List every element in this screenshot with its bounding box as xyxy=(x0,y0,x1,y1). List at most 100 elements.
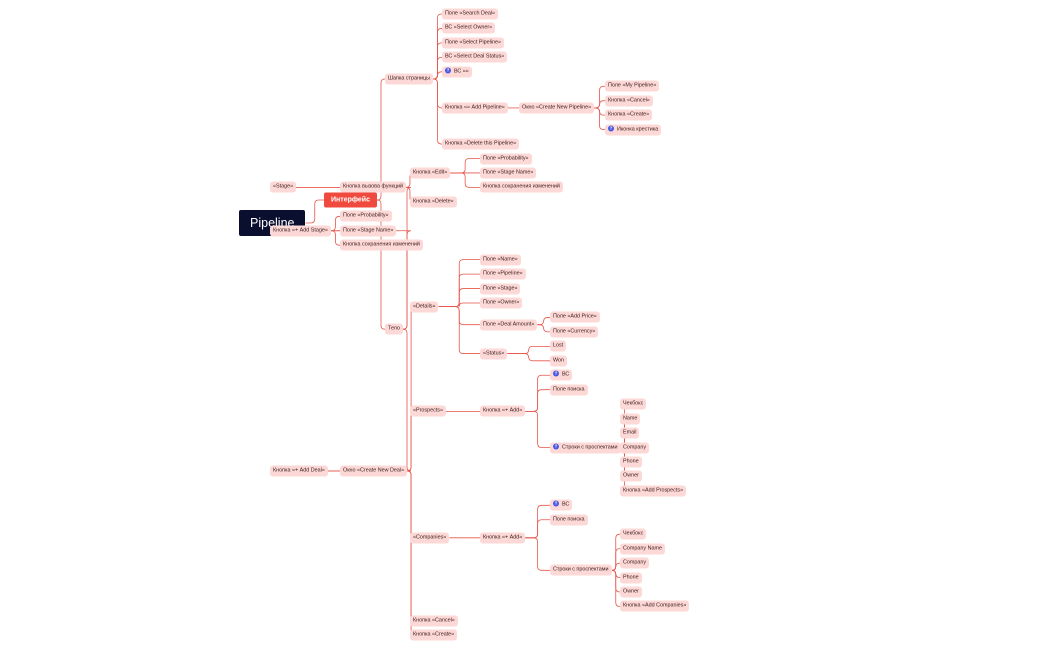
connector xyxy=(525,519,550,539)
node-label: Company Name xyxy=(623,545,662,552)
node-mm-0-1-2-0-2-0-2-1[interactable]: Company Name xyxy=(620,543,665,555)
node-mm-0-1-2-0-0-3[interactable]: Поле «Owner» xyxy=(480,297,523,309)
node-mm-0-1-1-2[interactable]: Кнопка сохранения изменений xyxy=(340,239,423,251)
node-mm-0-1-2-0-1-0-2-0[interactable]: Чекбокс xyxy=(620,398,647,410)
connector xyxy=(507,353,550,362)
node-mm-0-1-2-0-2-0-2-0[interactable]: Чекбокс xyxy=(620,528,647,540)
node-mm-0-1-2-0-0-4-1[interactable]: Поле «Currency» xyxy=(550,326,599,338)
node-mm-0-1-2-0-2[interactable]: «Companies» xyxy=(410,532,450,544)
node-mm-0-1-2-0-0-0[interactable]: Поле «Name» xyxy=(480,254,521,266)
node-mm-0-1-2-0-2-0[interactable]: Кнопка «+ Add» xyxy=(480,532,526,544)
node-mm-0-1-2-0-1-0-2-3[interactable]: Company xyxy=(620,442,650,453)
node-mm-0-0-5-0-3[interactable]: ?Иконка крестика xyxy=(605,124,662,136)
node-mm-0-1-2-0-1-0-2-1[interactable]: Name xyxy=(620,413,641,425)
node-label: Кнопка «Delete» xyxy=(413,198,454,205)
node-mm-0-1-2-0-1-0-2-4[interactable]: Phone xyxy=(620,456,642,468)
node-mm-0[interactable]: Интерфейс xyxy=(324,192,377,208)
node-mm-0-1-2-0-1-0-0[interactable]: ?ВС xyxy=(550,369,573,381)
node-label: Owner xyxy=(623,588,639,595)
node-mm-0-1[interactable]: Тело xyxy=(385,323,404,335)
node-label: Кнопка «Cancel» xyxy=(608,97,650,104)
node-label: Шапка страницы xyxy=(388,75,430,82)
node-mm-0-1-2-0-1-0-1[interactable]: Поле поиска xyxy=(550,384,588,396)
node-mm-0-0-1[interactable]: ВС «Select Owner» xyxy=(442,22,496,34)
node-mm-0-0-0[interactable]: Поле «Search Deal» xyxy=(442,8,499,20)
node-mm-0-1-1[interactable]: Кнопка «+ Add Stage» xyxy=(270,225,331,237)
node-mm-0-1-0-0-0-2[interactable]: Кнопка сохранения изменений xyxy=(480,181,563,193)
node-mm-0-1-2-0-0-5-0[interactable]: Lost xyxy=(550,340,567,352)
node-mm-0-1-2-0-2-0-1[interactable]: Поле поиска xyxy=(550,514,588,526)
node-mm-0-1-2-0-0[interactable]: «Details» xyxy=(410,301,439,313)
node-label: Поле «Add Price» xyxy=(553,313,597,320)
node-mm-0-0-5-0-1[interactable]: Кнопка «Cancel» xyxy=(605,95,653,107)
node-mm-0-1-2-0-0-5[interactable]: «Status» xyxy=(480,348,508,360)
node-mm-0-1-0[interactable]: «Stage» xyxy=(270,181,297,193)
node-label: Поле «Pipeline» xyxy=(483,270,523,277)
node-label: ВС xyxy=(562,371,570,378)
node-mm-0-1-1-1[interactable]: Поле «Stage Name» xyxy=(340,225,397,237)
node-mm-0-1-2-0-0-2[interactable]: Поле «Stage» xyxy=(480,283,521,295)
connector xyxy=(432,78,442,145)
node-label: Кнопка вызова функций xyxy=(343,183,403,190)
connector xyxy=(525,537,550,571)
connector xyxy=(432,71,442,80)
node-mm-0-1-2-0-3[interactable]: Кнопка «Cancel» xyxy=(410,615,458,627)
node-mm-0-1-2-0-1-0[interactable]: Кнопка «+ Add» xyxy=(480,405,526,417)
node-label: «Status» xyxy=(483,350,505,357)
node-mm-0-0[interactable]: Шапка страницы xyxy=(385,73,433,85)
node-mm-0-0-5[interactable]: Кнопка «» Add Pipeline» xyxy=(442,102,508,114)
connector xyxy=(330,230,340,246)
node-mm-0-1-0-0[interactable]: Кнопка вызова функций xyxy=(340,181,406,193)
node-label: «Companies» xyxy=(413,534,447,541)
node-mm-0-1-2-0-1-0-2[interactable]: ?Строки с проспектами xyxy=(550,442,621,453)
connector xyxy=(438,306,480,354)
node-mm-0-1-2-0-0-4[interactable]: Поле «Deal Amount» xyxy=(480,319,538,331)
node-mm-0-1-2-0-2-0-0[interactable]: ?ВС xyxy=(550,499,573,511)
node-mm-0-1-2-0-0-1[interactable]: Поле «Pipeline» xyxy=(480,268,526,280)
node-mm-0-0-4[interactable]: ?ВС «» xyxy=(442,66,472,78)
node-mm-0-0-2[interactable]: Поле «Select Pipeline» xyxy=(442,37,505,49)
node-label: Поле «My Pipeline» xyxy=(608,82,657,89)
question-icon: ? xyxy=(553,443,559,450)
node-mm-0-1-2-0-1-0-2-6[interactable]: Кнопка «Add Prospects» xyxy=(620,485,687,497)
node-label: Кнопка «Delete this Pipeline» xyxy=(445,140,517,147)
question-icon: ? xyxy=(553,370,559,377)
node-mm-0-1-2-0-1[interactable]: «Prospects» xyxy=(410,405,446,417)
node-mm-0-1-0-0-0-0[interactable]: Поле «Probability» xyxy=(480,153,532,164)
node-label: Кнопка «Add Companies» xyxy=(623,602,687,609)
question-icon: ? xyxy=(445,67,451,74)
node-mm-0-1-2-0-0-5-1[interactable]: Won xyxy=(550,355,567,367)
node-label: Кнопка «+ Add Deal» xyxy=(273,467,325,474)
node-mm-0-1-2-0-2-0-2-2[interactable]: Company xyxy=(620,557,650,569)
node-mm-0-0-6[interactable]: Кнопка «Delete this Pipeline» xyxy=(442,138,520,150)
node-mm-0-1-2-0-2-0-2-3[interactable]: Phone xyxy=(620,572,642,584)
node-mm-0-1-0-0-1[interactable]: Кнопка «Delete» xyxy=(410,196,457,208)
node-label: Email xyxy=(623,429,637,436)
node-mm-0-1-0-0-0-1[interactable]: Поле «Stage Name» xyxy=(480,167,537,179)
node-label: Окно «Create New Deal» xyxy=(343,467,405,474)
node-mm-0-1-2-0[interactable]: Окно «Create New Deal» xyxy=(340,465,408,477)
node-label: Тело xyxy=(388,325,401,332)
node-label: Поле поиска xyxy=(553,386,585,393)
node-label: Owner xyxy=(623,472,639,479)
node-mm-0-0-5-0-2[interactable]: Кнопка «Create» xyxy=(605,109,653,121)
node-mm-0-1-2-0-1-0-2-2[interactable]: Email xyxy=(620,427,640,439)
node-mm-0-0-5-0[interactable]: Окно «Create New Pipeline» xyxy=(519,102,595,114)
connector xyxy=(270,186,412,330)
node-mm-0-0-3[interactable]: ВС «Select Deal Status» xyxy=(442,51,508,63)
node-mm-0-1-0-0-0[interactable]: Кнопка «Edit» xyxy=(410,167,451,179)
node-mm-0-1-2-0-1-0-2-5[interactable]: Owner xyxy=(620,470,642,482)
connector xyxy=(594,107,605,130)
node-mm-0-0-5-0-0[interactable]: Поле «My Pipeline» xyxy=(605,80,660,92)
node-label: Кнопка сохранения изменений xyxy=(483,183,560,190)
node-mm-0-1-2-0-0-4-0[interactable]: Поле «Add Price» xyxy=(550,311,600,323)
node-mm-0-1-2-0-2-0-2[interactable]: Строки с проспектами xyxy=(550,564,612,576)
node-label: Кнопка «Create» xyxy=(413,631,455,638)
node-mm-0-1-2-0-2-0-2-4[interactable]: Owner xyxy=(620,586,642,598)
node-mm-0-1-2-0-2-0-2-5[interactable]: Кнопка «Add Companies» xyxy=(620,600,690,612)
node-mm-0-1-2-0-4[interactable]: Кнопка «Create» xyxy=(410,629,458,641)
node-label: Phone xyxy=(623,574,639,581)
node-label: Интерфейс xyxy=(331,196,370,204)
node-mm-0-1-2[interactable]: Кнопка «+ Add Deal» xyxy=(270,465,328,477)
node-mm-0-1-1-0[interactable]: Поле «Probability» xyxy=(340,210,392,222)
